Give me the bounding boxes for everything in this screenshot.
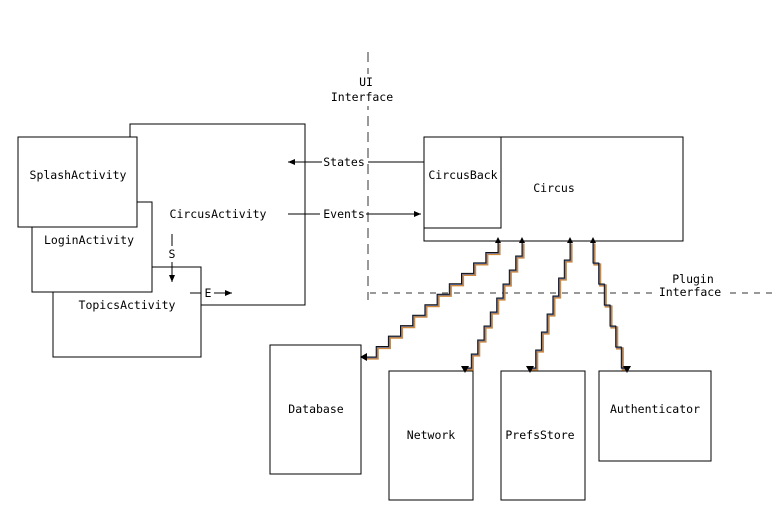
s-arrow-label: S (169, 247, 176, 261)
prefs-store-box (500, 370, 586, 501)
network-label: Network (407, 428, 456, 442)
prefs-store-connector (526, 237, 573, 373)
splash-activity-box (17, 136, 138, 228)
login-activity-label: LoginActivity (44, 233, 134, 247)
database-connector (360, 237, 501, 361)
network-connector-arrowhead (461, 366, 469, 373)
circus-activity-label: CircusActivity (170, 207, 267, 221)
prefs-store-label: PrefsStore (505, 428, 574, 442)
authenticator-connector (590, 237, 631, 373)
plugin-interface-label-line1: Plugin (672, 272, 714, 286)
circus-back-label: CircusBack (428, 168, 497, 182)
ui-interface-label-line1: UI (359, 75, 373, 89)
network-connector (461, 237, 525, 373)
circus-back-box (423, 136, 502, 229)
ui-interface-label-line2: Interface (331, 90, 393, 104)
circus-label: Circus (533, 181, 575, 195)
plugin-interface-label-line2: Interface (659, 285, 721, 299)
topics-activity-label: TopicsActivity (79, 298, 176, 312)
plugin-connectors (360, 237, 631, 373)
authenticator-connector-arrowhead (623, 366, 631, 373)
authenticator-label: Authenticator (610, 402, 700, 416)
splash-activity-label: SplashActivity (30, 168, 127, 182)
network-box (388, 370, 474, 501)
states-label: States (323, 155, 365, 169)
database-box (269, 344, 362, 475)
database-label: Database (288, 402, 343, 416)
authenticator-box (598, 370, 712, 462)
prefs-store-connector-arrowhead (526, 366, 534, 373)
database-connector-arrowhead (360, 353, 367, 361)
plugin-interface-label-bg (655, 273, 725, 299)
e-arrow-label: E (205, 286, 212, 300)
events-label: Events (323, 207, 365, 221)
ui-interface-label-bg (325, 74, 405, 106)
